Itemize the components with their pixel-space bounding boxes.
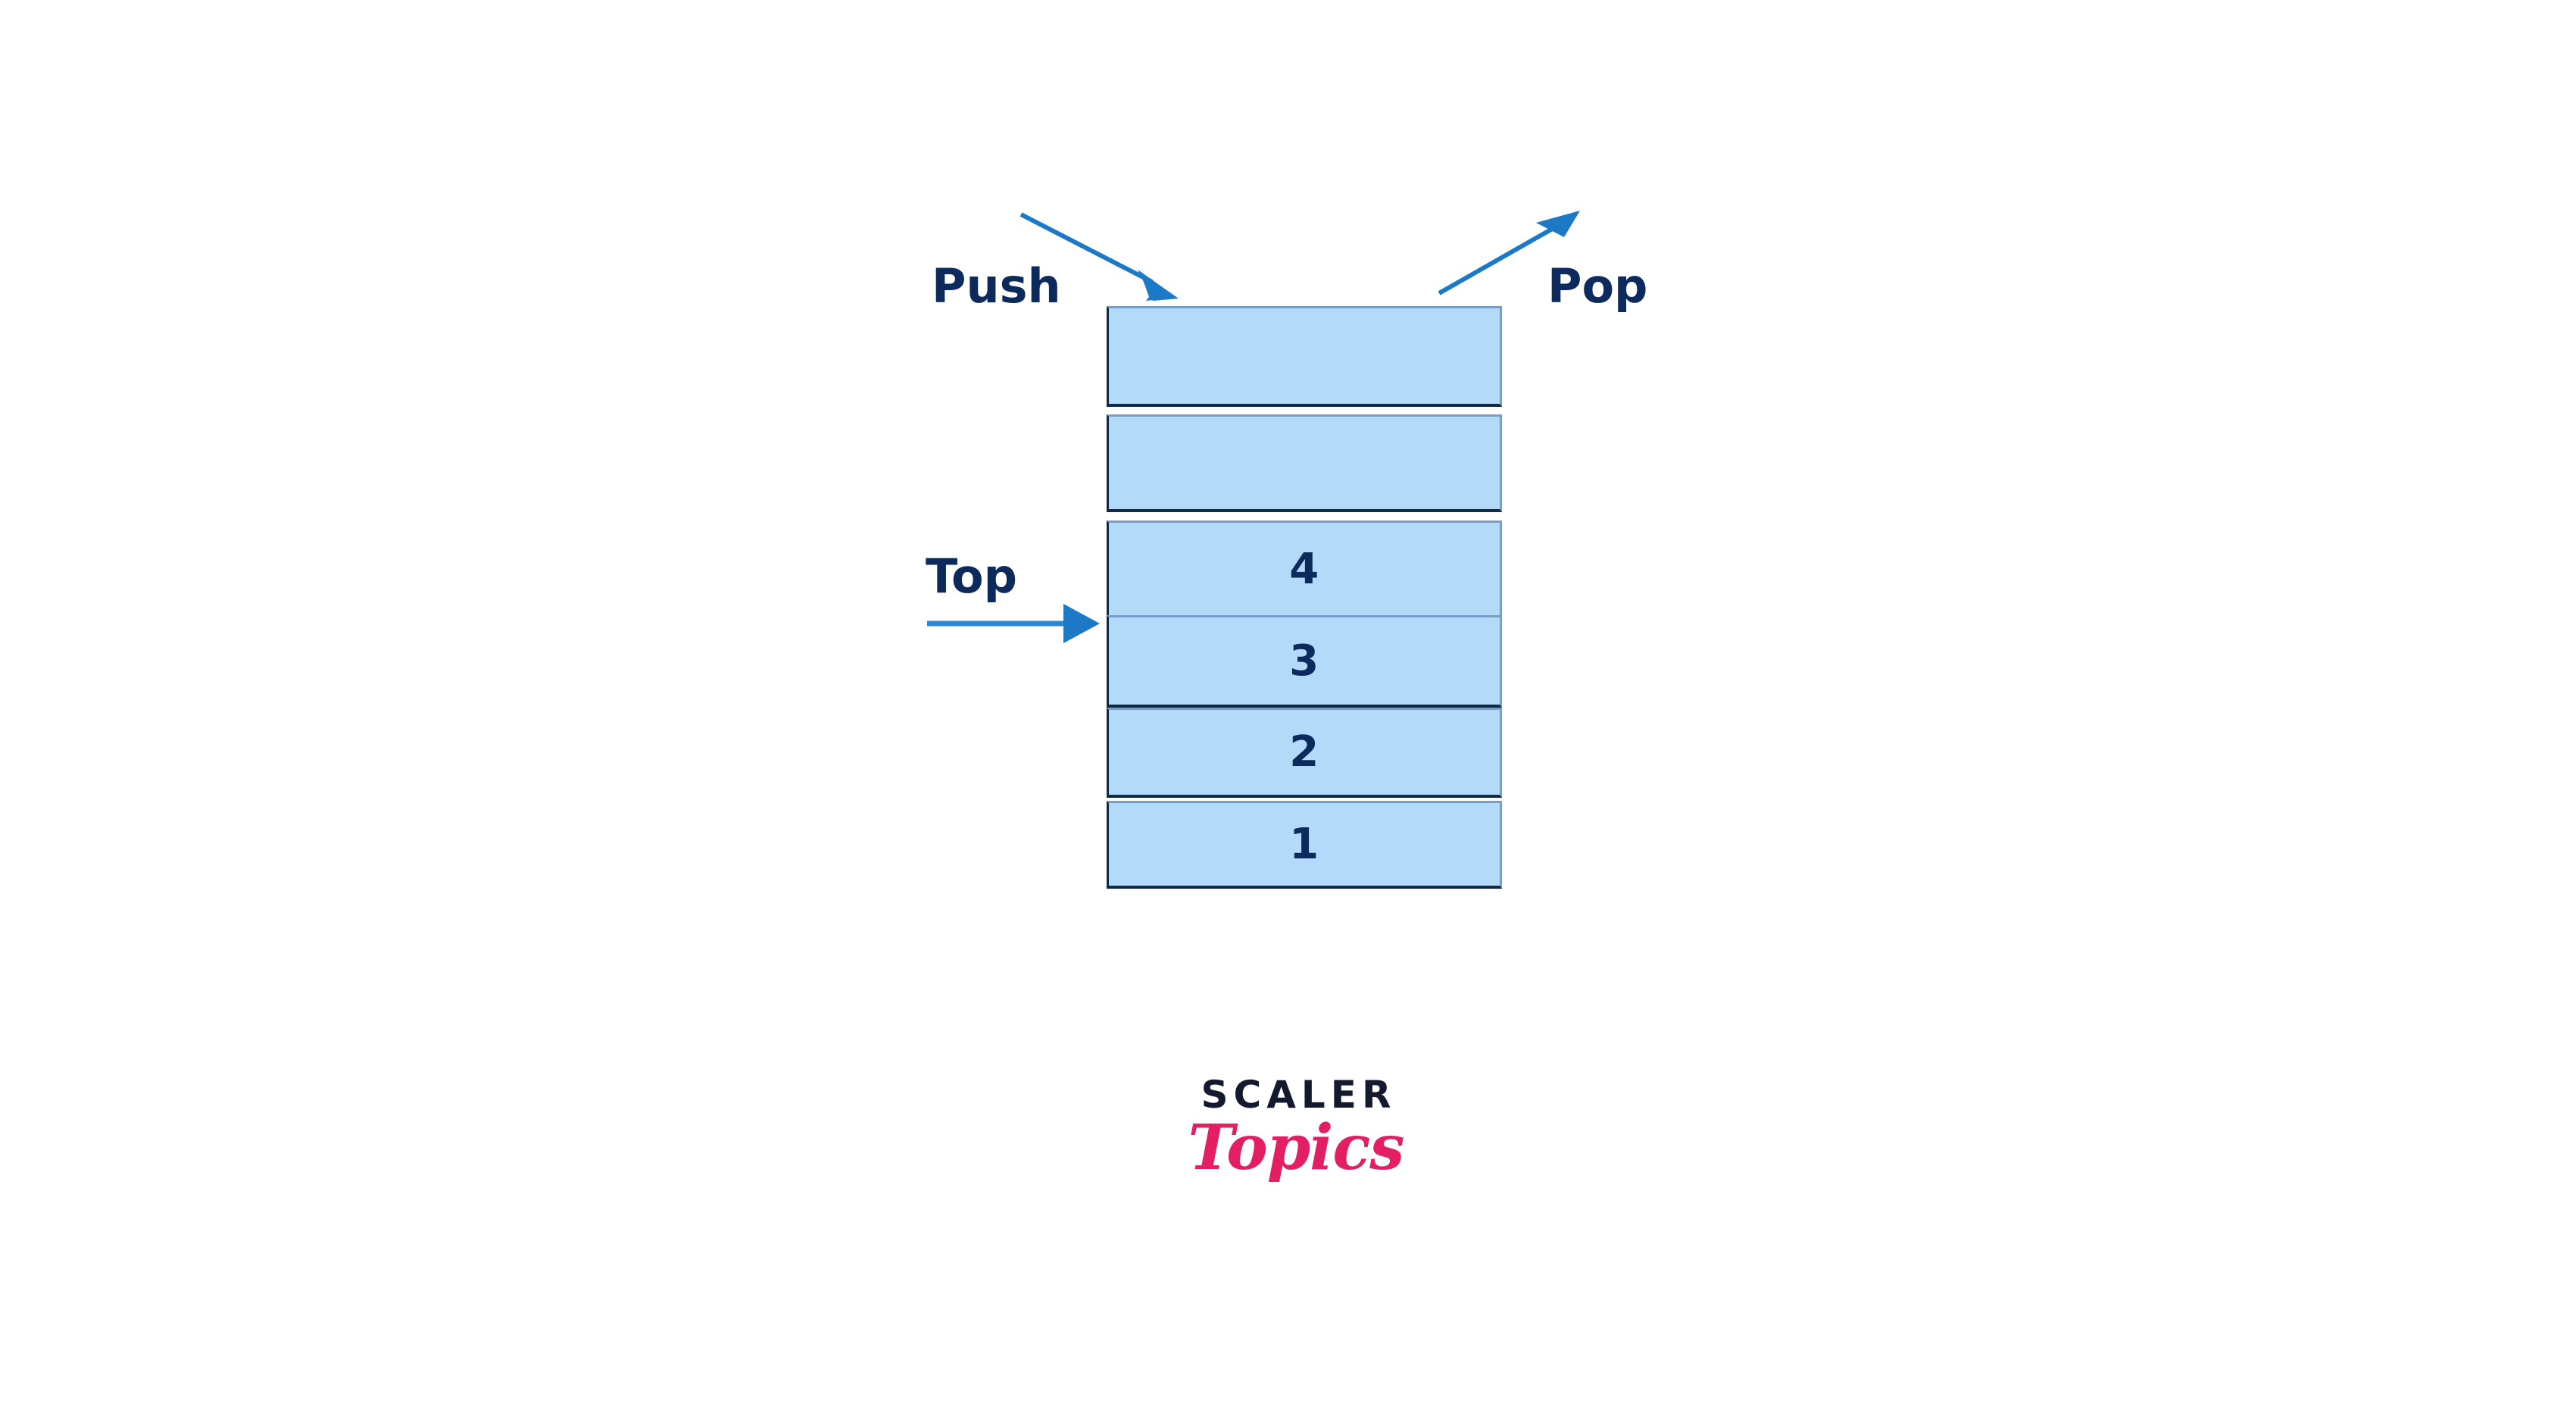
- stack-cell-value: 2: [1289, 727, 1319, 777]
- pop-label: Pop: [1547, 258, 1648, 314]
- push-label: Push: [932, 258, 1061, 314]
- stack-cell-5: 1: [1107, 801, 1502, 889]
- stack-cell-2: 4: [1107, 520, 1502, 619]
- top-label: Top: [926, 549, 1018, 604]
- stack-cell-value: 4: [1289, 544, 1319, 594]
- stack-cell-value: 3: [1289, 636, 1319, 686]
- scaler-topics-logo: SCALER Topics: [1186, 1076, 1406, 1180]
- stack-cell-0: [1107, 306, 1502, 407]
- stack-cell-4: 2: [1107, 708, 1502, 798]
- logo-product-text: Topics: [1188, 1111, 1405, 1184]
- stack-cell-1: [1107, 414, 1502, 512]
- stack-cell-value: 1: [1289, 819, 1319, 869]
- top-arrow: [927, 604, 1100, 643]
- stack-cell-3: 3: [1107, 615, 1502, 708]
- logo-brand-text: SCALER: [1201, 1073, 1397, 1117]
